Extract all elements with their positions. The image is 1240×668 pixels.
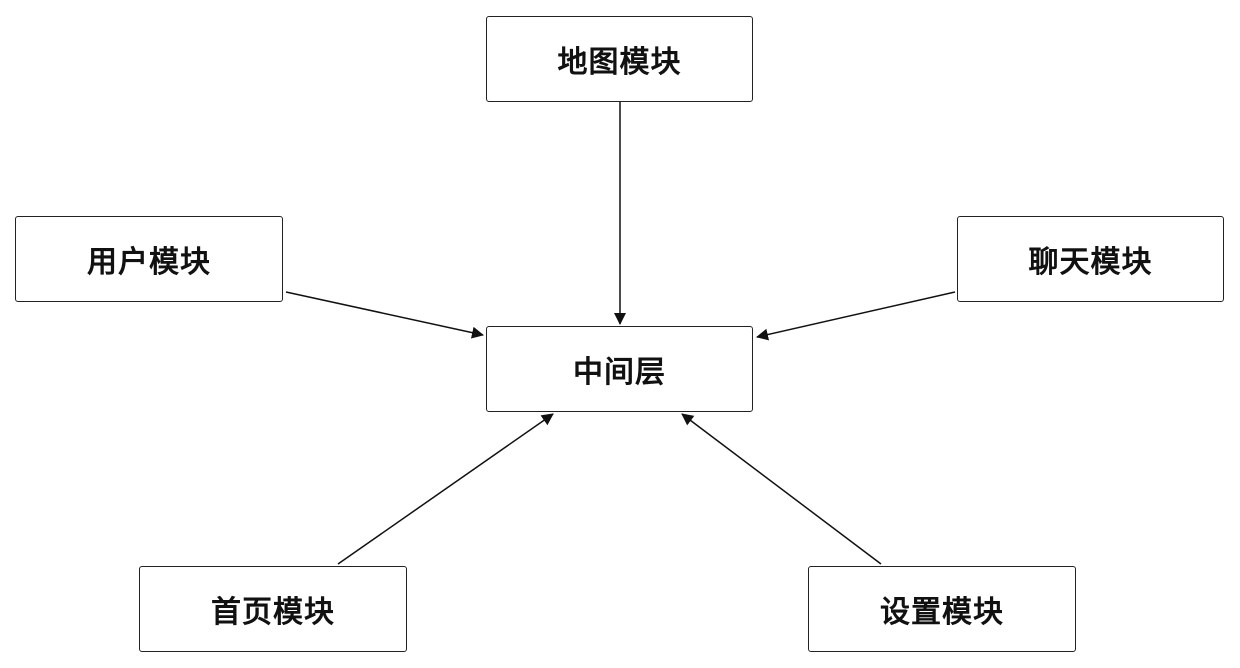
home-module-node: 首页模块 <box>139 566 407 652</box>
chat-module-label: 聊天模块 <box>1028 245 1153 280</box>
setting-module-label: 设置模块 <box>880 595 1004 630</box>
map-module-node: 地图模块 <box>486 16 753 102</box>
map-module-label: 地图模块 <box>557 45 682 80</box>
edge-home-to-middle <box>337 413 554 565</box>
middle-layer-label: 中间层 <box>573 355 666 390</box>
edge-chat-to-middle <box>756 291 956 341</box>
edge-setting-to-middle <box>681 413 882 565</box>
home-module-label: 首页模块 <box>211 595 335 630</box>
user-module-label: 用户模块 <box>87 245 211 280</box>
chat-module-node: 聊天模块 <box>957 216 1224 302</box>
user-module-node: 用户模块 <box>15 216 283 302</box>
setting-module-node: 设置模块 <box>808 566 1076 652</box>
middle-layer-node: 中间层 <box>486 326 753 412</box>
edge-user-to-middle <box>285 291 484 339</box>
